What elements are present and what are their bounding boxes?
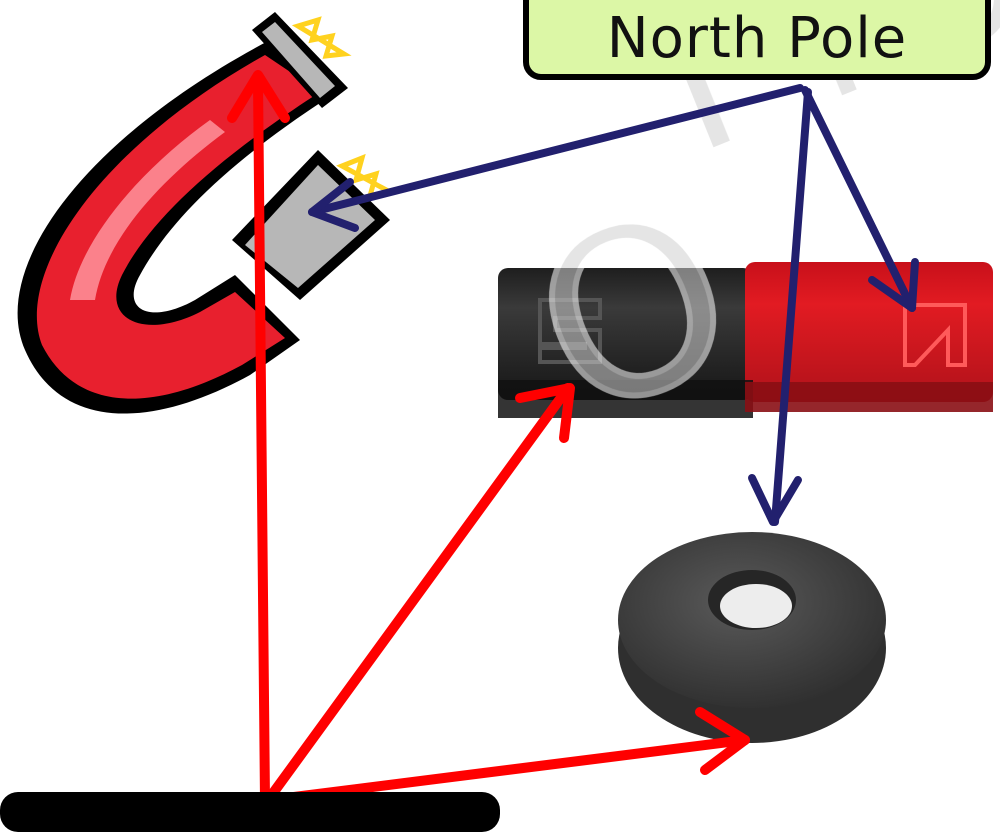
north-pole-label: North Pole — [523, 0, 991, 80]
diagram-svg: Promo Only O — [0, 0, 1000, 804]
horseshoe-magnet — [18, 12, 390, 414]
diagram-canvas: Promo Only O North Pole — [0, 0, 1000, 804]
south-arrow-to-bar — [268, 388, 568, 800]
south-pole-label-box — [0, 792, 500, 832]
ring-magnet — [618, 532, 886, 743]
south-arrow-to-horseshoe — [258, 82, 265, 800]
north-pole-text: North Pole — [607, 6, 907, 71]
south-arrow-to-ring — [270, 740, 745, 800]
